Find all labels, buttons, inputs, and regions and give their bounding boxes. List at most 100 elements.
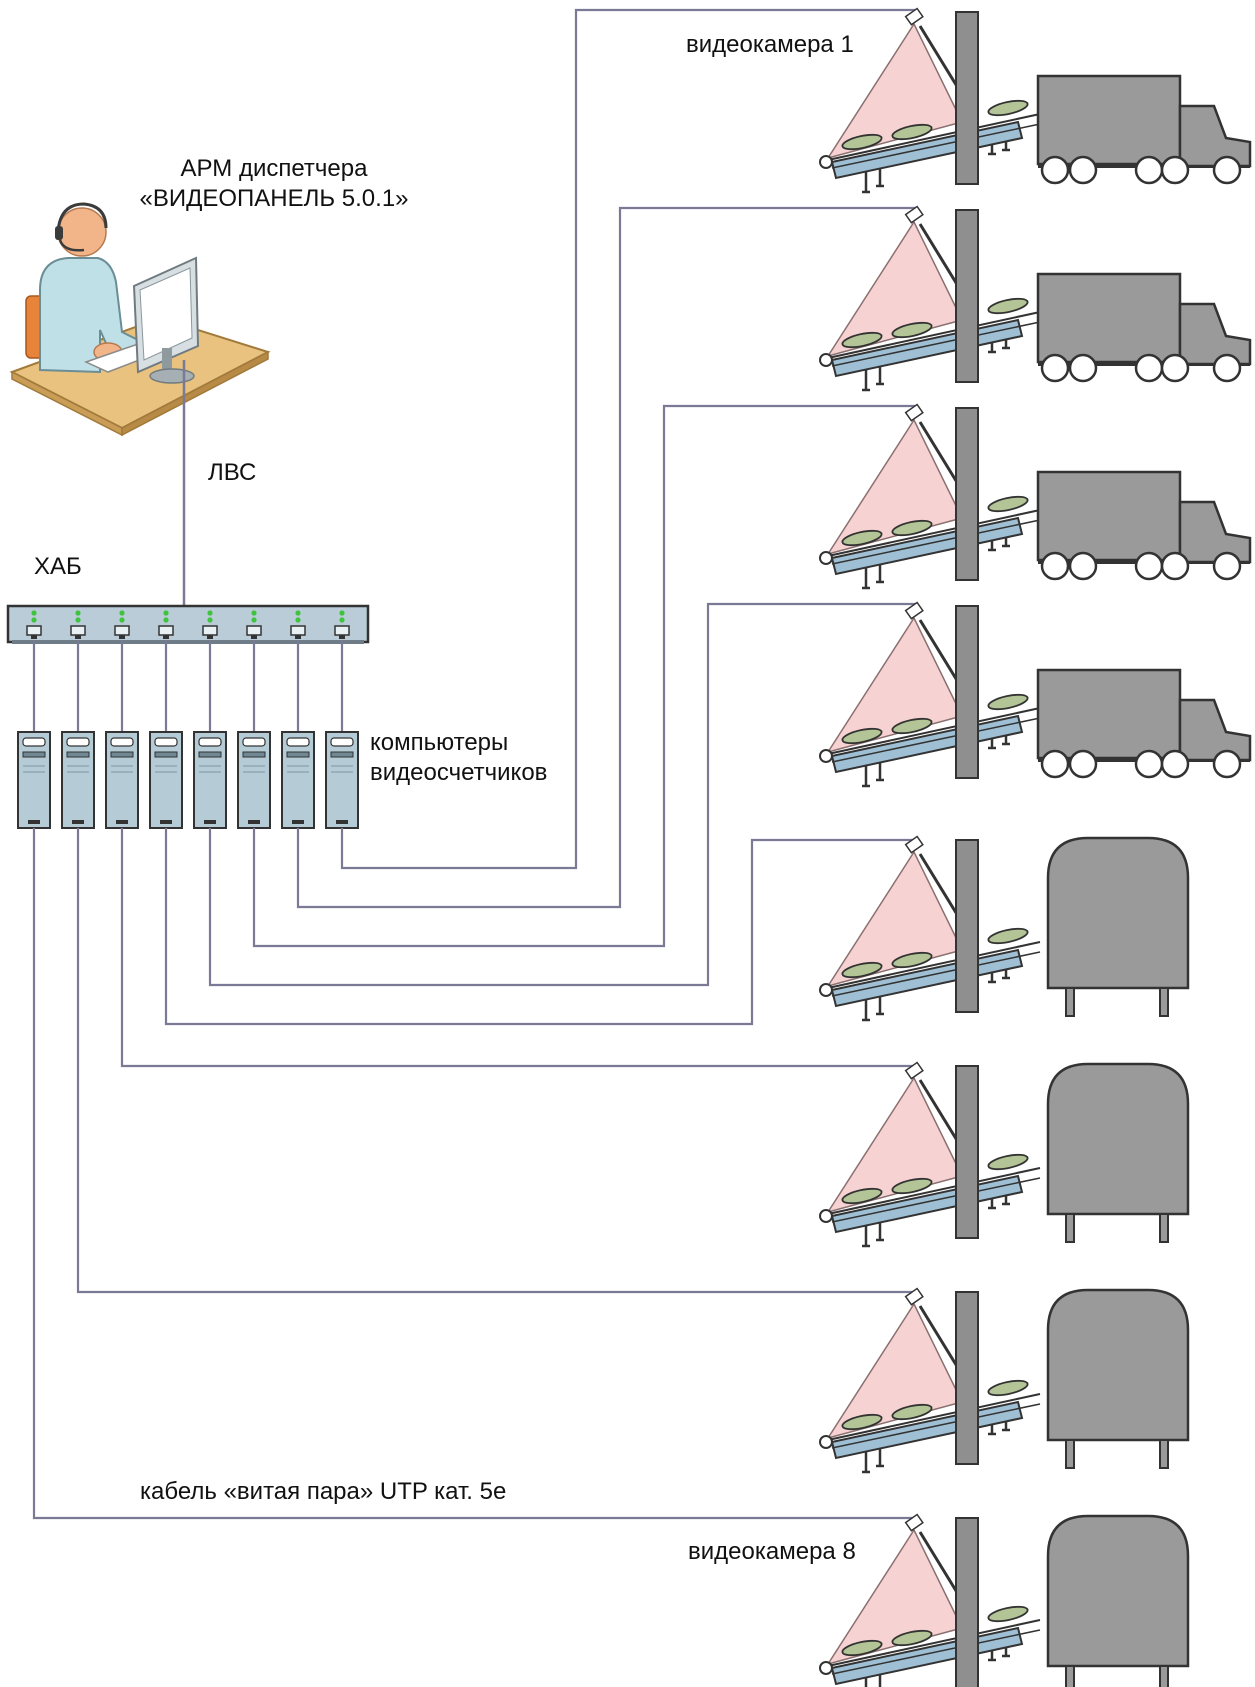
video-camera-icon bbox=[904, 7, 924, 26]
truck-icon bbox=[1036, 272, 1252, 383]
camera-view-cone bbox=[826, 1302, 964, 1440]
frame-post bbox=[955, 1065, 979, 1239]
camera-view-cone bbox=[826, 418, 964, 556]
computers-label-line2: видеосчетчиков bbox=[370, 759, 547, 786]
computers-label-line1: компьютеры bbox=[370, 729, 508, 756]
load-item bbox=[841, 961, 883, 979]
pc-tower-icon bbox=[17, 731, 51, 829]
camera-8-label: видеокамера 8 bbox=[688, 1538, 856, 1565]
camera-view-cone bbox=[826, 220, 964, 358]
video-camera-icon bbox=[904, 205, 924, 224]
load-item bbox=[891, 951, 933, 969]
camera-view-cone bbox=[826, 850, 964, 988]
operator-title-line1: АРМ диспетчера bbox=[181, 155, 369, 182]
camera-station bbox=[819, 835, 1190, 1022]
hub-port bbox=[26, 610, 42, 639]
camera-view-cone bbox=[826, 1076, 964, 1214]
hub-port bbox=[114, 610, 130, 639]
load-item bbox=[891, 519, 933, 537]
video-camera-icon bbox=[904, 403, 924, 422]
camera-view-cone bbox=[826, 616, 964, 754]
truck-icon bbox=[1036, 74, 1252, 185]
operator-title-line2: «ВИДЕОПАНЕЛЬ 5.0.1» bbox=[139, 185, 408, 212]
pc-tower-icon bbox=[149, 731, 183, 829]
frame-post bbox=[955, 1291, 979, 1465]
hub-switch bbox=[6, 604, 370, 644]
video-camera-icon bbox=[904, 1061, 924, 1080]
load-item bbox=[987, 297, 1029, 315]
load-item bbox=[841, 133, 883, 151]
pc-tower-icon bbox=[193, 731, 227, 829]
operator-workstation bbox=[9, 202, 271, 437]
load-item bbox=[987, 1379, 1029, 1397]
hub-port bbox=[334, 610, 350, 639]
cable-label: кабель «витая пара» UTP кат. 5е bbox=[140, 1478, 506, 1505]
camera-station bbox=[819, 1513, 1190, 1687]
camera-station bbox=[819, 403, 1252, 590]
camera-station bbox=[819, 7, 1252, 194]
truck-icon bbox=[1036, 668, 1252, 779]
camera-station bbox=[819, 1061, 1190, 1248]
pc-tower-icon bbox=[105, 731, 139, 829]
load-item bbox=[841, 1413, 883, 1431]
frame-post bbox=[955, 11, 979, 185]
bunker-icon bbox=[1046, 1514, 1190, 1687]
hub-port bbox=[202, 610, 218, 639]
load-item bbox=[987, 1605, 1029, 1623]
camera-view-cone bbox=[826, 1528, 964, 1666]
camera-station bbox=[819, 601, 1252, 788]
utp-cable bbox=[208, 602, 918, 987]
frame-post bbox=[955, 1517, 979, 1687]
load-item bbox=[891, 1177, 933, 1195]
utp-cable bbox=[76, 828, 918, 1294]
load-item bbox=[891, 1403, 933, 1421]
hub-port bbox=[70, 610, 86, 639]
load-item bbox=[841, 727, 883, 745]
load-item bbox=[841, 1187, 883, 1205]
frame-post bbox=[955, 605, 979, 779]
video-camera-icon bbox=[904, 601, 924, 620]
video-camera-icon bbox=[904, 1513, 924, 1532]
load-item bbox=[987, 495, 1029, 513]
load-item bbox=[891, 123, 933, 141]
utp-cable bbox=[32, 828, 918, 1520]
truck-icon bbox=[1036, 470, 1252, 581]
headset-icon bbox=[58, 239, 85, 252]
camera-station bbox=[819, 1287, 1190, 1474]
frame-post bbox=[955, 407, 979, 581]
utp-cable bbox=[120, 828, 918, 1068]
hub-port bbox=[246, 610, 262, 639]
hub-label: ХАБ bbox=[34, 553, 82, 580]
frame-post bbox=[955, 209, 979, 383]
utp-cable bbox=[252, 404, 918, 948]
load-item bbox=[987, 99, 1029, 117]
utp-cable bbox=[296, 206, 918, 909]
hub-port bbox=[290, 610, 306, 639]
bunker-icon bbox=[1046, 1288, 1190, 1469]
load-item bbox=[891, 717, 933, 735]
hub-port bbox=[158, 610, 174, 639]
utp-cable bbox=[340, 8, 918, 870]
camera-view-cone bbox=[826, 22, 964, 160]
pc-tower-icon bbox=[325, 731, 359, 829]
pc-tower-icon bbox=[281, 731, 315, 829]
lan-label: ЛВС bbox=[208, 459, 256, 486]
load-item bbox=[891, 321, 933, 339]
camera-1-label: видеокамера 1 bbox=[686, 31, 854, 58]
bunker-icon bbox=[1046, 836, 1190, 1017]
utp-cable bbox=[164, 828, 918, 1026]
pc-tower-icon bbox=[237, 731, 271, 829]
video-camera-icon bbox=[904, 835, 924, 854]
pc-tower-icon bbox=[61, 731, 95, 829]
frame-post bbox=[955, 839, 979, 1013]
bunker-icon bbox=[1046, 1062, 1190, 1243]
load-item bbox=[987, 693, 1029, 711]
load-item bbox=[987, 927, 1029, 945]
load-item bbox=[987, 1153, 1029, 1171]
load-item bbox=[841, 331, 883, 349]
camera-station bbox=[819, 205, 1252, 392]
load-item bbox=[891, 1629, 933, 1647]
video-camera-icon bbox=[904, 1287, 924, 1306]
load-item bbox=[841, 529, 883, 547]
